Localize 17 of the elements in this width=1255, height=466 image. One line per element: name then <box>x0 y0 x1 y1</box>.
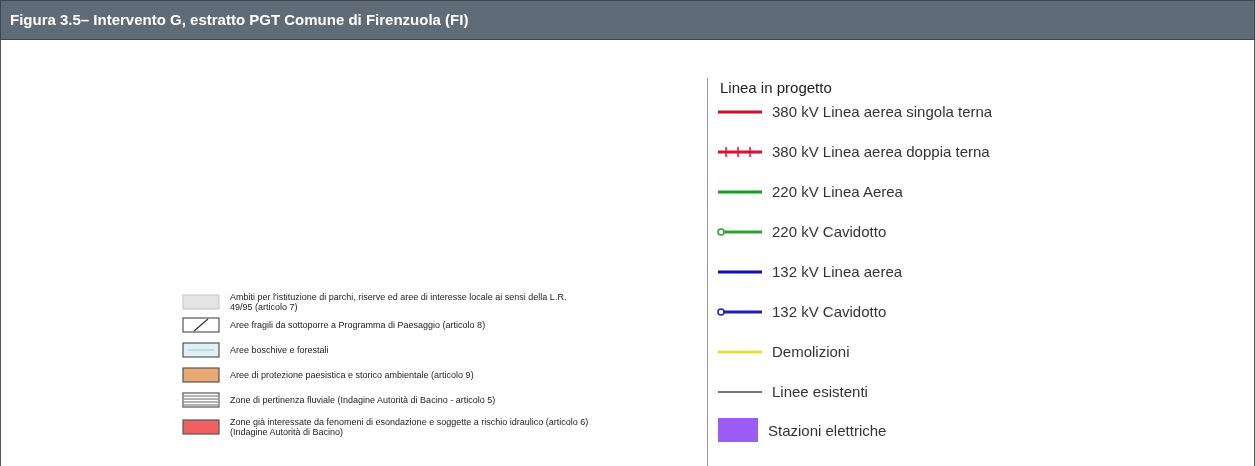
legend-text: Aree di protezione paesistica e storico ambientale (articolo 9) <box>230 370 474 380</box>
legend-text: Zone già interessate da fenomeni di esondazione e soggette a rischio idraulico (articolo 6) (Indagine Autorità di Bacino) <box>230 417 590 437</box>
legend-text: Aree fragili da sottoporre a Programma di Paesaggio (articolo 8) <box>230 320 486 330</box>
legend-heading: Linea in progetto <box>720 79 832 96</box>
legend-text: 220 kV Cavidotto <box>772 223 887 240</box>
legend-text: Ambiti per l'istituzione di parchi, riserve ed aree di interesse locale ai sensi della L.R. 49/95 (articolo 7) <box>230 292 568 312</box>
legend-text: Demolizioni <box>772 343 850 360</box>
legend-text: 220 kV Linea Aerea <box>772 183 903 200</box>
legend-text: Stazioni elettriche <box>768 421 887 439</box>
figure-title: Figura 3.5– Intervento G, estratto PGT Comune di Firenzuola (FI) <box>10 11 469 28</box>
legend-text: Aree boschive e forestali <box>230 345 329 355</box>
legend-text: 380 kV Linea aerea singola terna <box>772 103 993 120</box>
legend-text: 132 kV Linea aerea <box>772 263 903 280</box>
legend-text: 380 kV Linea aerea doppia terna <box>772 143 990 160</box>
legend-text: Zone di pertinenza fluviale (Indagine Autorità di Bacino - articolo 5) <box>230 395 496 405</box>
legend-text: Linee esistenti <box>772 383 868 400</box>
legend-text: 132 kV Cavidotto <box>772 303 887 320</box>
